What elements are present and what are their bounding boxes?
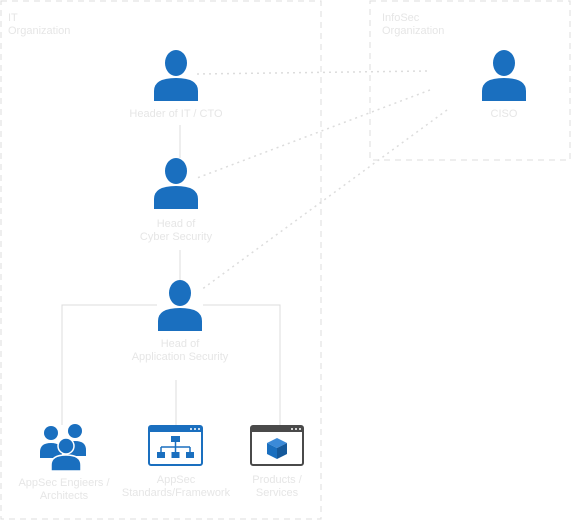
dotted-line-ciso-cto xyxy=(196,70,428,75)
cyber-security-label: Head of Cyber Security xyxy=(139,218,213,243)
cyber-security-person-icon xyxy=(154,158,198,209)
dotted-line-ciso-appsec xyxy=(200,109,448,291)
engineers-group-icon xyxy=(40,424,86,472)
dotted-line-ciso-cyber xyxy=(196,89,431,179)
framework-label: AppSec Standards/Framework xyxy=(121,474,231,499)
engineers-label: AppSec Engieers / Architects xyxy=(18,477,110,502)
infosec-organization-label: InfoSec Organization xyxy=(382,12,445,37)
products-label: Products / Services xyxy=(252,474,302,499)
cto-person-icon xyxy=(154,50,198,101)
ciso-person-icon xyxy=(482,50,526,101)
appsec-head-label: Head of Application Security xyxy=(131,338,229,363)
product-window-icon xyxy=(250,425,304,466)
line-appsec-products xyxy=(203,304,281,425)
ciso-label: CISO xyxy=(490,108,518,120)
appsec-head-person-icon xyxy=(158,280,202,331)
it-organization-label: IT Organization xyxy=(8,12,71,37)
cto-label: Header of IT / CTO xyxy=(129,108,223,120)
line-appsec-engineers xyxy=(61,304,157,425)
it-organization-frame xyxy=(0,0,322,520)
framework-window-icon xyxy=(148,425,203,466)
infosec-organization-frame xyxy=(369,0,571,161)
